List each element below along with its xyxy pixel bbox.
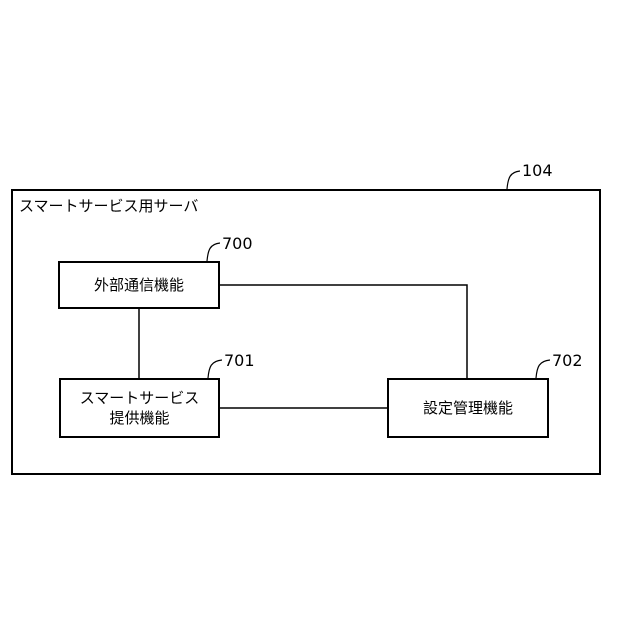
block-label-line-2: 提供機能	[109, 408, 169, 428]
ref-numeral-700: 700	[222, 235, 253, 253]
block-label-line-1: スマートサービス	[80, 388, 200, 408]
block-external-communication: 外部通信機能	[58, 261, 220, 309]
ref-numeral-702: 702	[552, 352, 583, 370]
ref-numeral-104: 104	[522, 162, 553, 180]
block-settings-management: 設定管理機能	[387, 378, 549, 438]
ref-numeral-701: 701	[224, 352, 255, 370]
block-label: 設定管理機能	[423, 398, 513, 418]
block-label: 外部通信機能	[94, 275, 184, 295]
system-label: スマートサービス用サーバ	[19, 197, 198, 215]
block-smart-service-provision: スマートサービス 提供機能	[59, 378, 220, 438]
leader-104	[507, 171, 520, 189]
